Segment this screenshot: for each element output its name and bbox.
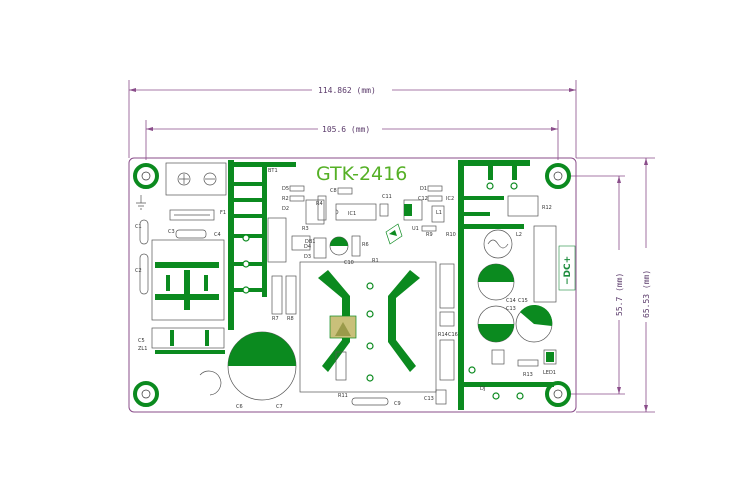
mounting-hole-top-left bbox=[133, 163, 159, 189]
svg-text:R14: R14 bbox=[438, 332, 448, 338]
svg-text:C13: C13 bbox=[506, 306, 516, 312]
ref-F1: F1 bbox=[220, 210, 226, 216]
ref-C9: C9 bbox=[394, 401, 401, 407]
svg-text:IC1: IC1 bbox=[348, 211, 356, 217]
ref-R9: R9 bbox=[426, 232, 433, 238]
hole-height-value: 55.7 bbox=[615, 297, 624, 316]
output-capacitors: C14 C15 C13 bbox=[477, 263, 553, 343]
dimension-hole-height: 55.7 (mm) bbox=[560, 175, 626, 395]
dimension-overall-width: 114.862 (mm) bbox=[128, 80, 577, 158]
svg-text:R1: R1 bbox=[372, 258, 379, 264]
svg-text:65.53 (mm): 65.53 (mm) bbox=[642, 270, 651, 318]
ref-D5: D5 bbox=[282, 186, 289, 192]
ref-C8: C8 bbox=[330, 188, 337, 194]
capacitor-c1 bbox=[139, 219, 149, 245]
output-diode: R14 C16 C13 bbox=[424, 263, 458, 405]
mounting-hole-top-right bbox=[545, 163, 571, 189]
ref-L1: L1 bbox=[436, 210, 442, 216]
ref-C2: C2 bbox=[135, 268, 142, 274]
svg-text:C14: C14 bbox=[506, 298, 516, 304]
svg-text:C15: C15 bbox=[518, 298, 528, 304]
ref-D2: D2 bbox=[282, 206, 289, 212]
ref-C7: C7 bbox=[276, 404, 283, 410]
overall-height-unit: (mm) bbox=[642, 270, 651, 289]
svg-text:R7: R7 bbox=[272, 316, 279, 322]
ic1: IC1 bbox=[335, 203, 377, 221]
optocoupler-u1: U1 bbox=[403, 199, 423, 232]
ref-IC2: IC2 bbox=[446, 196, 454, 202]
inner-width-value: 105.6 bbox=[322, 125, 346, 134]
left-trace-comb bbox=[228, 160, 296, 330]
transformer: R1 bbox=[299, 258, 437, 393]
capacitor-c10: C10 bbox=[329, 236, 354, 266]
svg-text:105.6 (mm): 105.6 (mm) bbox=[322, 125, 370, 134]
ref-R12: R12 bbox=[542, 205, 552, 211]
capacitor-c6: C6 bbox=[227, 331, 297, 410]
capacitor-c5 bbox=[151, 327, 225, 354]
ref-R10: R10 bbox=[446, 232, 456, 238]
ref-C3: C3 bbox=[168, 229, 175, 235]
svg-text:−DC+: −DC+ bbox=[563, 256, 573, 285]
led1: LED1 bbox=[543, 349, 557, 376]
ref-DJ: DJ bbox=[480, 386, 485, 392]
ref-R2: R2 bbox=[282, 196, 289, 202]
svg-text:R8: R8 bbox=[287, 316, 294, 322]
esd-warning-logo bbox=[385, 223, 403, 245]
svg-text:C6: C6 bbox=[236, 404, 243, 410]
svg-text:L2: L2 bbox=[516, 232, 522, 238]
svg-text:114.862 (mm): 114.862 (mm) bbox=[318, 86, 376, 95]
svg-text:55.7 (mm): 55.7 (mm) bbox=[615, 273, 624, 316]
ref-C4: C4 bbox=[214, 232, 221, 238]
ref-R11: R11 bbox=[338, 393, 348, 399]
svg-text:C10: C10 bbox=[344, 260, 354, 266]
common-mode-choke bbox=[151, 239, 225, 321]
ref-C11: C11 bbox=[382, 194, 392, 200]
svg-text:DB1: DB1 bbox=[305, 239, 315, 245]
mosfet-q1 bbox=[329, 315, 357, 339]
ref-ZL1: ZL1 bbox=[138, 346, 147, 352]
dimension-inner-width: 105.6 (mm) bbox=[145, 120, 559, 160]
fuse-f1 bbox=[169, 209, 215, 221]
board-outline bbox=[128, 157, 577, 413]
thermistor-t1 bbox=[199, 370, 222, 396]
ref-C1: C1 bbox=[135, 224, 142, 230]
dimension-overall-height: 65.53 (mm) bbox=[576, 157, 655, 413]
svg-text:LED1: LED1 bbox=[543, 370, 556, 376]
hole-height-unit: (mm) bbox=[615, 273, 624, 292]
ref-R3: R3 bbox=[302, 226, 309, 232]
resistors-r7-r8: R7 R8 bbox=[271, 275, 297, 322]
ref-BT1: BT1 bbox=[268, 168, 278, 174]
capacitor-c3 bbox=[175, 229, 207, 239]
ref-D1: D1 bbox=[420, 186, 427, 192]
dc-output-connector: −DC+ bbox=[533, 225, 576, 303]
ref-D3: D3 bbox=[304, 254, 311, 260]
capacitor-c2 bbox=[139, 253, 149, 295]
ref-R6: R6 bbox=[362, 242, 369, 248]
inner-width-unit: (mm) bbox=[351, 125, 370, 134]
mounting-hole-bottom-left bbox=[133, 381, 159, 407]
input-terminal bbox=[165, 162, 227, 196]
inductor-l2: L2 bbox=[483, 229, 522, 259]
svg-text:C16: C16 bbox=[448, 332, 458, 338]
ref-D4: D4 bbox=[304, 244, 311, 250]
ref-R13: R13 bbox=[523, 372, 533, 378]
ground-symbol bbox=[136, 195, 146, 210]
svg-text:C13: C13 bbox=[424, 396, 434, 402]
ref-C12: C12 bbox=[418, 196, 428, 202]
mounting-hole-bottom-right bbox=[545, 381, 571, 407]
overall-height-value: 65.53 bbox=[642, 294, 651, 318]
ref-R4: R4 bbox=[316, 201, 323, 207]
overall-width-unit: (mm) bbox=[357, 86, 376, 95]
ref-C5: C5 bbox=[138, 338, 145, 344]
overall-width-value: 114.862 bbox=[318, 86, 352, 95]
output-heatsink-traces bbox=[458, 160, 554, 410]
svg-text:U1: U1 bbox=[412, 226, 419, 232]
board-title: GTK-2416 bbox=[316, 163, 407, 185]
bridge-rectifier: DB1 bbox=[267, 217, 315, 263]
